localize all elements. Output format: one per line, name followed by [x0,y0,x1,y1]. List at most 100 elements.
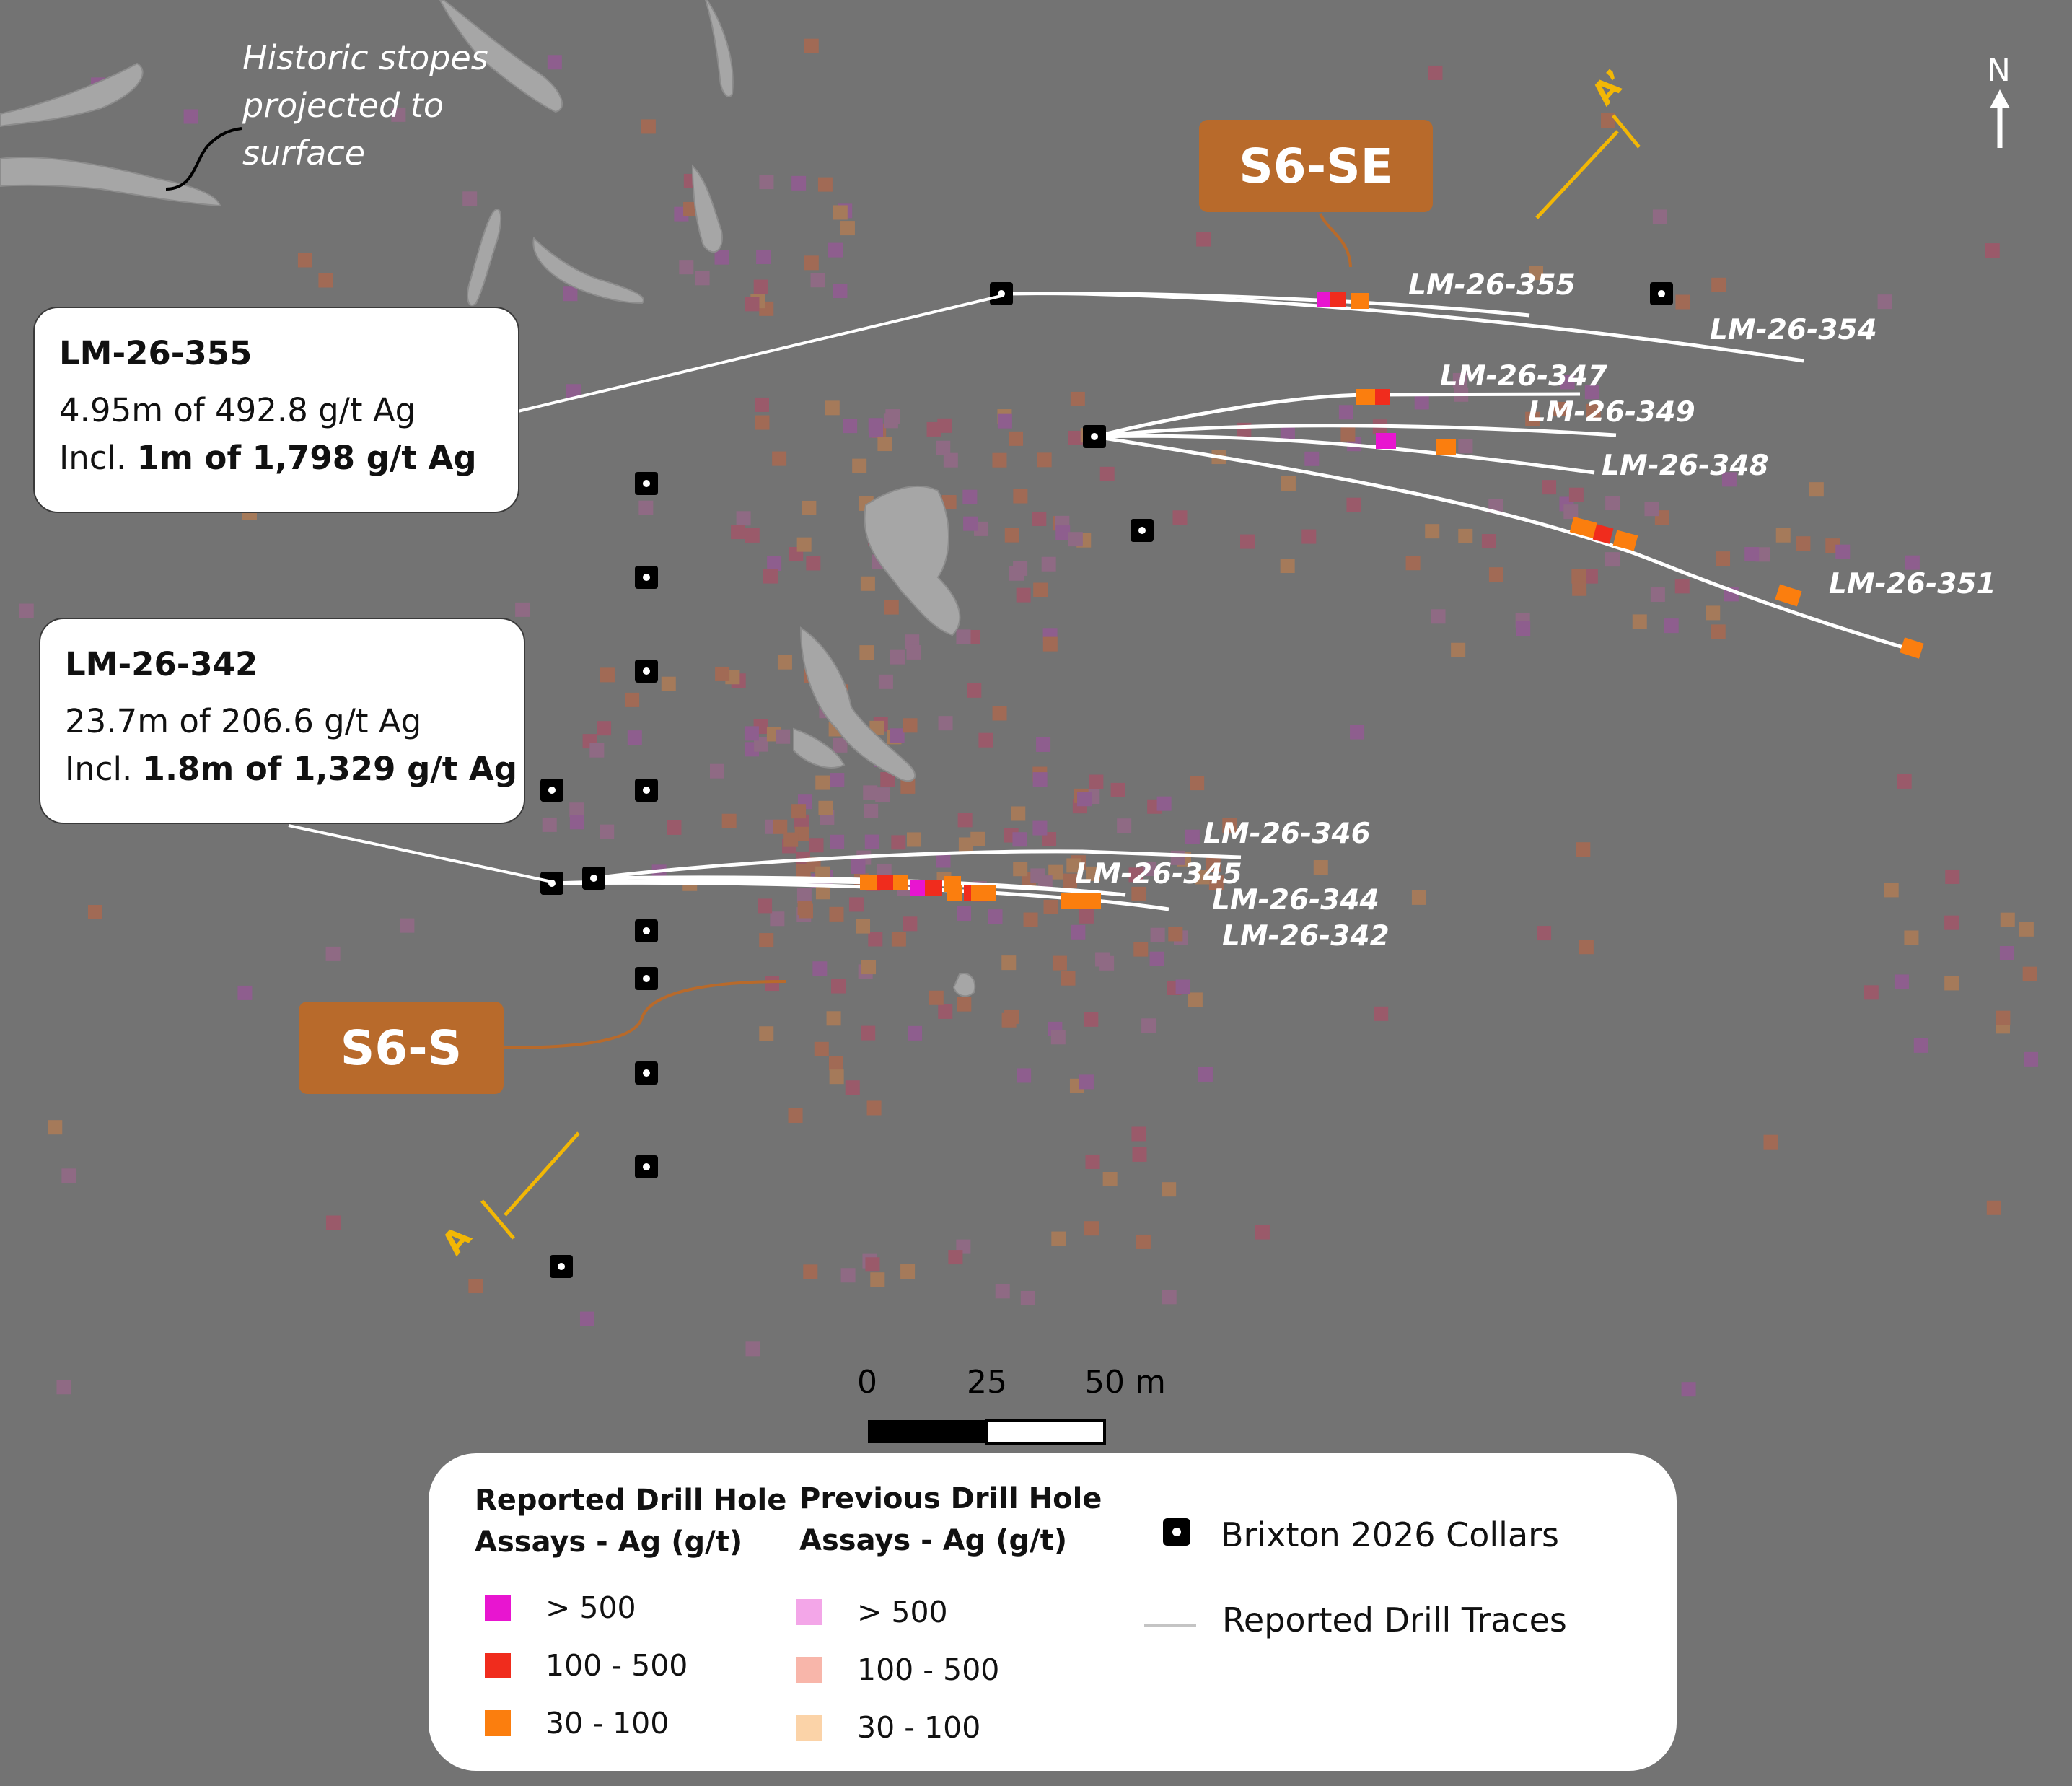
previous-assay-square [1052,955,1067,971]
previous-assay-square [1568,487,1584,502]
previous-assay-square [1481,534,1496,549]
previous-assay-square [772,451,787,466]
previous-assay-square [1042,832,1057,847]
collar-icon [1163,1518,1190,1546]
previous-assay-square [1036,737,1051,752]
scale-tick-0: 0 [857,1364,877,1401]
previous-assay-square [1525,411,1540,426]
previous-assay-square [877,863,892,878]
previous-assay-square [957,997,972,1012]
previous-assay-square [753,279,768,294]
previous-assay-square [941,495,957,510]
previous-assay-square [597,721,612,736]
previous-assay-square [1711,277,1726,292]
collar-marker-dot [643,574,650,581]
previous-assay-square [830,834,845,849]
section-line-a [480,1131,580,1240]
previous-assay-square [1563,504,1579,520]
previous-assay-square [1542,480,1557,495]
hole-label-351: LM-26-351 [1829,568,1996,600]
previous-assay-square [818,800,833,815]
previous-assay-square [1004,528,1019,543]
previous-assay-square [1012,832,1027,847]
previous-assay-square [878,674,893,689]
previous-assay-square [625,692,640,707]
previous-assay-square [776,729,791,744]
previous-assay-square [1162,1290,1177,1305]
previous-assay-square [600,667,615,683]
previous-assay-square [589,743,605,758]
collar-markers [540,282,1673,1278]
previous-assay-square [1198,1067,1213,1082]
svg-text:surface: surface [242,133,365,172]
previous-assay-square [759,933,774,948]
hole-labels: LM-26-355 LM-26-354 LM-26-347 LM-26-349 … [1075,269,1996,953]
previous-assay-square [1904,930,1919,945]
previous-assay-square [992,452,1007,468]
previous-assay-square [1716,551,1731,566]
previous-assay-square [810,273,825,288]
previous-assay-square [19,603,34,618]
previous-assay-square [826,1011,841,1026]
previous-assay-square [830,773,845,788]
previous-assay-square [462,191,478,206]
previous-assay-square [709,763,724,779]
previous-assay-square [1809,482,1824,497]
previous-assay-square [1102,1171,1118,1186]
previous-assay-square [1721,472,1737,487]
collar-marker-dot [643,927,650,934]
collar-marker-dot [1658,290,1665,297]
previous-assay-square [1239,534,1255,549]
previous-assay-square [829,1069,844,1085]
previous-assay-square [1172,510,1188,525]
callout-342-leader [288,824,553,883]
previous-assay-square [569,815,584,830]
callout-355-line1: 4.95m of 492.8 g/t Ag [59,391,416,429]
previous-assay-square [1583,569,1598,584]
legend-swatch [485,1710,511,1736]
zone-label-s6-s: S6-S [299,1002,504,1094]
previous-assay-square [880,772,895,787]
previous-assay-square [843,419,858,434]
previous-assay-square [515,602,530,617]
scale-tick-50: 50 m [1084,1364,1166,1401]
previous-assay-square [1016,587,1031,603]
previous-assay-square [1110,782,1125,797]
previous-assay-square [860,576,875,591]
previous-assay-square [770,911,785,927]
previous-assay-square [1085,1154,1100,1169]
previous-assay-square [1431,609,1446,624]
previous-assay-square [755,415,770,430]
previous-assay-square [1945,869,1960,884]
north-arrow-icon [1990,89,2010,108]
collar-marker-dot [558,1263,565,1270]
previous-assay-square [1414,395,1429,410]
previous-assay-square [1077,792,1092,807]
previous-assay-square [978,732,993,748]
previous-assay-square [1304,451,1320,466]
previous-assay-square [851,859,866,874]
previous-assay-square [840,221,855,236]
previous-assay-square [1346,497,1361,512]
previous-assay-square [1280,426,1295,442]
previous-assay-square [773,819,788,834]
previous-assay-square [926,421,941,437]
previous-assay-square [1099,466,1115,481]
previous-assay-square [963,516,978,531]
zone-label-s6-se: S6-SE [1199,120,1433,212]
previous-assay-square [796,537,812,552]
previous-assay-square [1168,927,1183,942]
previous-assay-square [833,284,848,299]
previous-assay-square [856,919,871,934]
previous-assay-square [936,440,951,455]
legend-reported-100-500: 100 - 500 [485,1648,688,1683]
previous-assay-square [1136,1234,1151,1249]
previous-assay-square [1222,818,1237,833]
previous-assay-square [875,787,890,802]
previous-assay-square [1313,860,1328,875]
previous-assay-square [563,286,578,302]
previous-assay-square [745,528,760,543]
previous-assay-square [1084,1221,1099,1236]
previous-assay-square [1255,1225,1270,1240]
previous-assay-square [661,676,676,691]
